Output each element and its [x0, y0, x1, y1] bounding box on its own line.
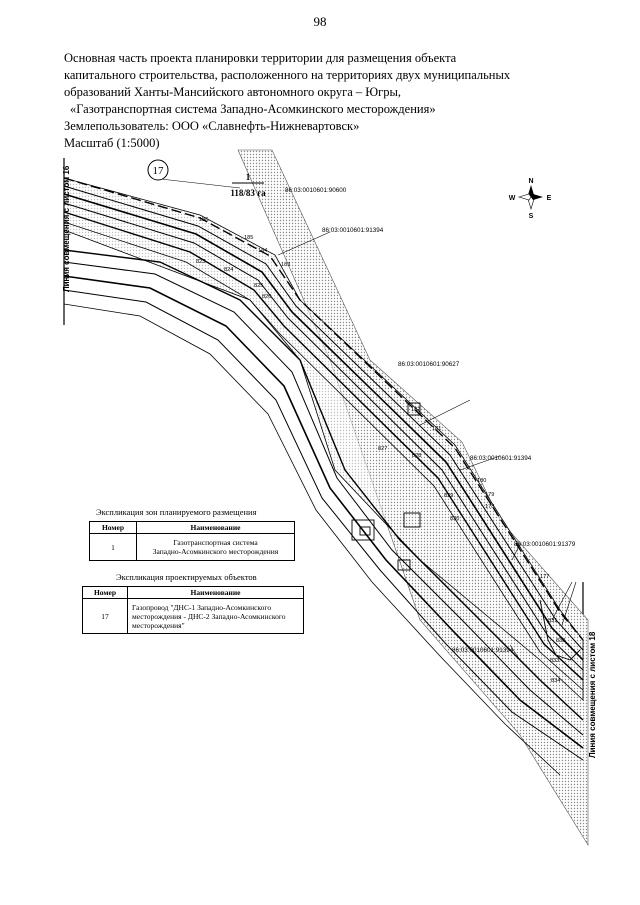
- point-label: 178: [485, 504, 494, 510]
- point-label: 179: [485, 492, 494, 498]
- header-line: образований Ханты-Мансийского автономног…: [64, 85, 402, 99]
- allotment-zone: [63, 177, 584, 701]
- objects-table: Номер Наименование 17 Газопровод "ДНС-1 …: [82, 586, 304, 634]
- point-label: 180: [477, 478, 486, 484]
- point-label: 177: [540, 574, 549, 580]
- zones-header-number: Номер: [89, 521, 137, 534]
- cadastral-labels: 86:03:0010601:90600 86:03:0010601:91394 …: [285, 187, 576, 654]
- point-label: 185: [244, 235, 253, 241]
- zones-row-name-line: Газотранспортная система: [173, 538, 258, 547]
- cadastral-label: 86:03:0010601:91394: [470, 455, 532, 462]
- compass-rose: N S W E: [509, 178, 552, 220]
- point-label: 833: [550, 658, 559, 664]
- compass-n: N: [528, 178, 533, 185]
- point-label: 830: [450, 516, 459, 522]
- left-match-label: Линия совмещения с листом 16: [62, 165, 71, 292]
- point-label: 823: [196, 259, 205, 265]
- objects-row-name-line: месторождения - ДНС-2 Западно-Асомкинско…: [132, 611, 286, 621]
- point-labels: 186 185 823 184 824 183 825 826 182 827 …: [196, 217, 565, 684]
- objects-row-name-line: месторождения": [132, 620, 185, 630]
- compass-s: S: [529, 213, 534, 220]
- zones-table-title: Экспликация зон планируемого размещения: [96, 507, 257, 517]
- cadastral-label: 86:03:0010601:91394: [452, 647, 514, 654]
- point-label: 829: [444, 493, 453, 499]
- cadastral-label: 86:03:0010601:91394: [322, 227, 384, 234]
- point-label: 186: [199, 217, 208, 223]
- document-header: Основная часть проекта планировки террит…: [64, 50, 584, 152]
- point-label: 182: [411, 407, 420, 413]
- object-marker-number: 17: [153, 165, 165, 177]
- site-structures: [351, 402, 581, 661]
- cadastral-label: 86:03:0010601:90627: [398, 361, 460, 368]
- page-number: 98: [313, 14, 327, 29]
- object-marker-circle: [147, 159, 169, 181]
- callout-area: 118/83 га: [230, 188, 266, 198]
- table-row: 17 Газопровод "ДНС-1 Западно-Асомкинског…: [82, 598, 304, 634]
- point-label: 834: [551, 678, 560, 684]
- header-line: Масштаб (1:5000): [64, 136, 160, 150]
- header-line: Землепользователь: ООО «Славнефть-Нижнев…: [64, 119, 360, 133]
- objects-header-name: Наименование: [127, 586, 304, 599]
- objects-row-name: Газопровод "ДНС-1 Западно-Асомкинского м…: [127, 598, 304, 634]
- leader-lines: [151, 177, 577, 661]
- point-label: 183: [281, 262, 290, 268]
- point-label: 825: [254, 283, 263, 289]
- objects-header-number: Номер: [82, 586, 128, 599]
- point-label: 824: [224, 267, 233, 273]
- point-label: 828: [412, 453, 421, 459]
- cadastral-label: 86:03:0010601:91379: [514, 541, 576, 548]
- compass-e: E: [547, 195, 552, 202]
- cadastral-label: 86:03:0010601:90600: [285, 187, 347, 194]
- point-label: 181: [432, 426, 441, 432]
- zones-row-number: 1: [89, 533, 137, 561]
- zones-row-name-line: Западно-Асомкинского месторождения: [152, 547, 279, 556]
- zones-header-name: Наименование: [136, 521, 295, 534]
- compass-w: W: [509, 195, 516, 202]
- pipeline-bundle: [63, 177, 584, 776]
- objects-row-name-line: Газопровод "ДНС-1 Западно-Асомкинского: [132, 602, 272, 612]
- objects-table-title: Экспликация проектируемых объектов: [116, 572, 257, 582]
- zones-row-name: Газотранспортная система Западно-Асомкин…: [136, 533, 295, 561]
- point-label: 832: [556, 638, 565, 644]
- right-match-label: Линия совмещения с листом 18: [588, 631, 597, 758]
- point-label: 827: [378, 446, 387, 452]
- header-line: Основная часть проекта планировки террит…: [64, 51, 457, 65]
- callout-number: 1: [246, 172, 251, 182]
- objects-row-number: 17: [82, 598, 128, 634]
- point-label: 184: [258, 248, 267, 254]
- table-row: 1 Газотранспортная система Западно-Асомк…: [89, 533, 295, 561]
- header-line: «Газотранспортная система Западно-Асомки…: [70, 102, 436, 116]
- header-line: капитального строительства, расположенно…: [64, 68, 511, 82]
- zones-table: Номер Наименование 1 Газотранспортная си…: [89, 521, 295, 561]
- point-label: 826: [262, 294, 271, 300]
- point-label: 831: [548, 618, 557, 624]
